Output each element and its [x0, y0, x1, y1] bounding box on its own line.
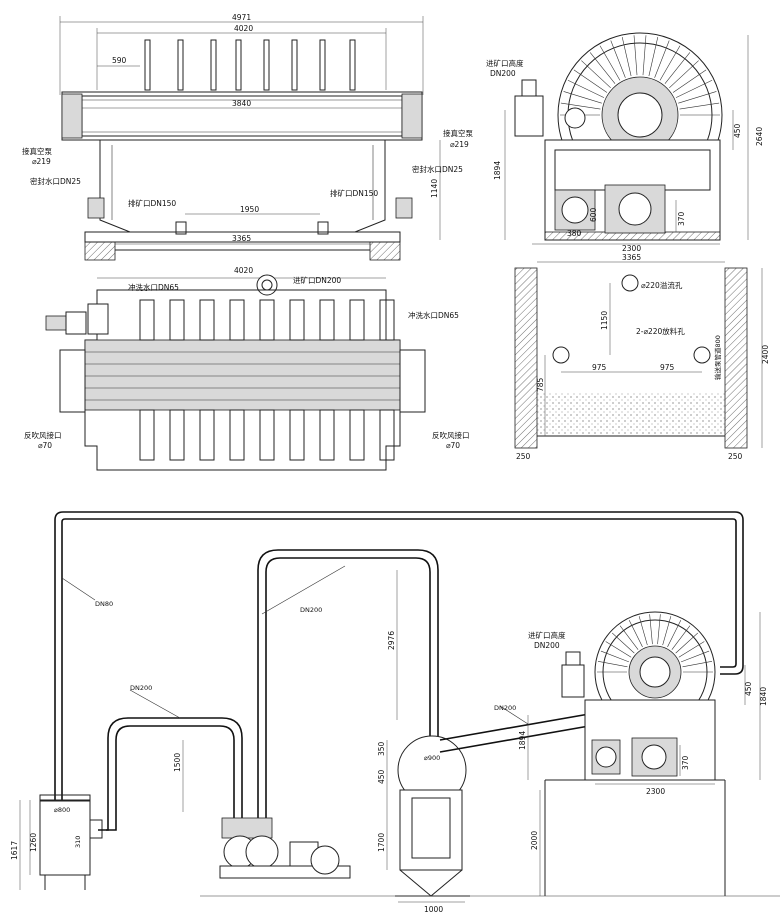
sys-dim-1700: 1700	[377, 833, 386, 852]
front-view: 4971 4020 590 3840 3365 1950 1140 接真空泵 ⌀…	[22, 13, 473, 261]
side-dim-380: 380	[567, 229, 582, 238]
side-label-feed: 进矿口高度	[486, 58, 524, 68]
side-view: 进矿口高度 DN200 1894 2640 450 600 370 380 23…	[486, 32, 764, 253]
top-view: 4020 进矿口DN200 冲洗水口DN65 冲洗水口DN65 反吹风接口 ⌀7…	[24, 266, 470, 471]
label-seal-right: 密封水口DN25	[412, 164, 463, 174]
sys-label-dn200-b: DN200	[300, 606, 322, 614]
sys-label-dn200-c: DN200	[494, 704, 516, 712]
sys-dim-450: 450	[377, 769, 386, 784]
pit-dim-wall-right: 250	[728, 452, 743, 461]
sys-dim-800: ⌀800	[54, 806, 70, 814]
top-label-wash-right: 冲洗水口DN65	[408, 310, 459, 320]
top-label-wash-left: 冲洗水口DN65	[128, 282, 179, 292]
sys-dim-1617: 1617	[10, 841, 19, 860]
dim-offset: 590	[112, 56, 127, 65]
sys-label-dn200-a: DN200	[130, 684, 152, 692]
sys-dim-900: ⌀900	[424, 754, 440, 762]
dim-base: 3365	[232, 234, 251, 243]
pit-view: 3365 ⌀220溢流孔 2-⌀220放料孔 输送泵管道800 1150 975…	[514, 253, 770, 461]
pit-dim-height: 2400	[761, 345, 770, 364]
side-dim-width: 2300	[622, 244, 641, 253]
label-vacuum-left: 接真空泵	[22, 146, 52, 156]
label-discharge-right: 排矿口DN150	[330, 188, 378, 198]
label-discharge-left: 排矿口DN150	[128, 198, 176, 208]
side-dim-370: 370	[677, 211, 686, 226]
sys-label-dn80: DN80	[95, 600, 113, 608]
pit-dim-1150: 1150	[600, 311, 609, 330]
side-dim-600: 600	[589, 207, 598, 222]
sys-dim-370: 370	[681, 755, 690, 770]
sys-dim-2976: 2976	[387, 631, 396, 650]
dim-height: 1140	[430, 179, 439, 198]
pit-label-overflow: ⌀220溢流孔	[641, 280, 683, 290]
pit-dim-975-left: 975	[592, 363, 607, 372]
side-dim-450: 450	[733, 123, 742, 138]
sys-dim-350: 350	[377, 741, 386, 756]
pit-label-drain: 2-⌀220放料孔	[636, 326, 685, 336]
label-seal-left: 密封水口DN25	[30, 176, 81, 186]
sys-label-feed-size: DN200	[534, 641, 560, 650]
pit-dim-975-right: 975	[660, 363, 675, 372]
top-label-blow-right: 反吹风接口	[432, 430, 470, 440]
dim-drum: 3840	[232, 99, 251, 108]
sys-dim-1500: 1500	[173, 753, 182, 772]
sys-dim-310: 310	[74, 836, 82, 848]
top-label-blow-right-size: ⌀70	[446, 441, 460, 450]
pit-label-pump: 输送泵管道800	[713, 335, 722, 380]
dim-total: 4971	[232, 13, 251, 22]
sys-dim-1894: 1894	[518, 731, 527, 750]
dim-discharge: 1950	[240, 205, 259, 214]
sys-dim-2300: 2300	[646, 787, 665, 796]
sys-dim-1000: 1000	[424, 905, 443, 914]
sys-dim-2000: 2000	[530, 831, 539, 850]
pit-dim-top: 3365	[622, 253, 641, 262]
system-view: DN80 DN200 DN200 DN200 2976 1500 1894 35…	[10, 511, 780, 914]
pit-dim-785: 785	[536, 377, 545, 392]
pit-dim-wall-left: 250	[516, 452, 531, 461]
side-dim-total-height: 2640	[755, 127, 764, 146]
side-label-feed-size: DN200	[490, 69, 516, 78]
label-vacuum-right-size: ⌀219	[450, 140, 469, 149]
top-label-blow-left: 反吹风接口	[24, 430, 62, 440]
top-label-feed: 进矿口DN200	[293, 275, 341, 285]
sys-label-feed: 进矿口高度	[528, 630, 566, 640]
dim-filter: 4020	[234, 24, 253, 33]
sys-dim-450-r: 450	[744, 681, 753, 696]
label-vacuum-left-size: ⌀219	[32, 157, 51, 166]
top-label-blow-left-size: ⌀70	[38, 441, 52, 450]
side-dim-height: 1894	[493, 161, 502, 180]
sys-dim-1260: 1260	[29, 833, 38, 852]
top-dim-width: 4020	[234, 266, 253, 275]
sys-dim-1840: 1840	[759, 687, 768, 706]
label-vacuum-right: 接真空泵	[443, 128, 473, 138]
